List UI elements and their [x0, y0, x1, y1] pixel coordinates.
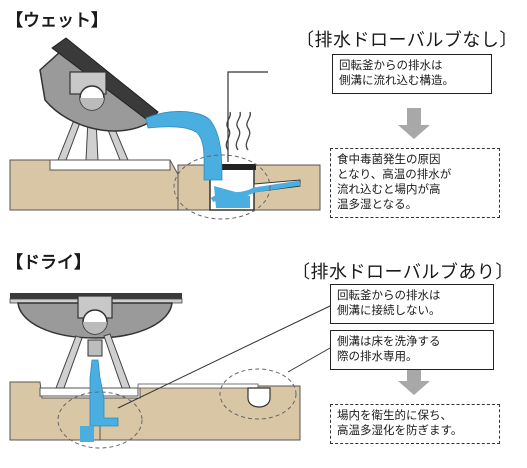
dry-kettle — [9, 293, 183, 389]
dry-callout-line-1 — [117, 305, 331, 409]
dry-gutter-highlight — [219, 368, 297, 420]
dry-callout-line-2 — [287, 347, 331, 373]
wet-gutter-highlight — [173, 154, 271, 220]
dry-down-arrow — [398, 368, 430, 395]
wet-note-problem: 食中毒菌発生の原因 となり、高温の排水が 流れ込むと場内が高 温多湿となる。 — [330, 148, 500, 218]
dry-subtitle: 〔排水ドローバルブあり〕 — [292, 262, 514, 283]
wet-down-arrow — [398, 108, 430, 139]
dry-note-no-connection: 回転釜からの排水は 側溝に接続しない。 — [330, 284, 494, 324]
dry-title: 【ドライ】 — [6, 253, 91, 273]
wet-title: 【ウェット】 — [6, 11, 108, 31]
wet-note-structure: 回転釜からの排水は 側溝に流れ込む構造。 — [332, 54, 492, 94]
wet-subtitle: 〔排水ドローバルブなし〕 — [296, 30, 518, 51]
dry-note-result: 場内を衛生的に保ち、 高温多湿化を防ぎます。 — [330, 404, 500, 444]
dry-drain-highlight — [57, 391, 143, 449]
wet-kettle — [39, 37, 251, 181]
wet-callout-line — [227, 71, 268, 162]
dry-note-gutter: 側溝は床を洗浄する 際の排水専用。 — [330, 330, 494, 370]
dry-floor — [9, 359, 301, 442]
